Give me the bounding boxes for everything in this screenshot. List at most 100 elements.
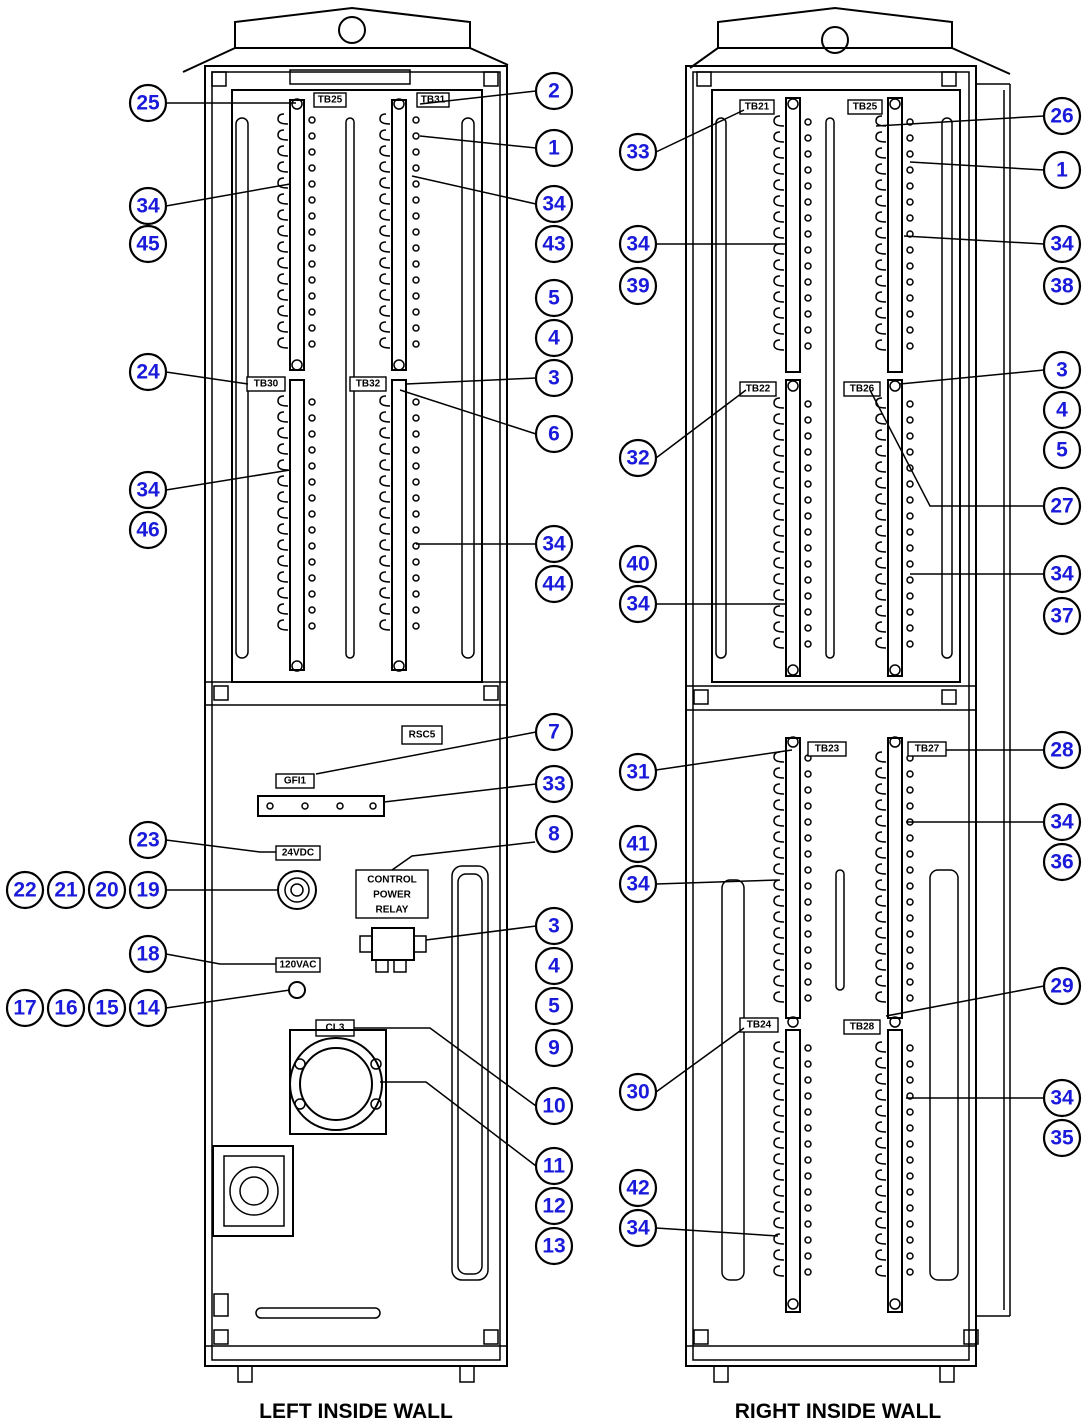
terminal-screw <box>773 799 785 811</box>
terminal-screw <box>412 478 420 486</box>
svg-text:3: 3 <box>1056 359 1068 382</box>
terminal-screw <box>804 262 812 270</box>
terminal-screw <box>875 1153 887 1165</box>
terminal-screw <box>379 475 391 487</box>
svg-text:34: 34 <box>542 193 566 216</box>
callout-25: 25 <box>128 83 168 123</box>
vent <box>212 1145 294 1237</box>
callout-33: 33 <box>534 764 574 804</box>
callout-26: 26 <box>1042 96 1082 136</box>
terminal-strip-tb25r <box>887 97 903 373</box>
terminal-screw <box>804 1236 812 1244</box>
terminal-screw <box>804 962 812 970</box>
callout-27: 27 <box>1042 486 1082 526</box>
label-rsc5: RSC5 <box>409 730 436 741</box>
terminal-screw <box>773 1217 785 1229</box>
terminal-screw <box>412 324 420 332</box>
svg-text:34: 34 <box>1050 233 1074 256</box>
terminal-screw <box>875 879 887 891</box>
callout-19: 19 <box>128 870 168 910</box>
terminal-screw <box>412 292 420 300</box>
terminal-screw <box>773 605 785 617</box>
callout-30: 30 <box>618 1072 658 1112</box>
terminal-screw <box>379 145 391 157</box>
terminal-screw <box>308 148 316 156</box>
terminal-screw <box>379 603 391 615</box>
terminal-screw <box>773 493 785 505</box>
terminal-screw <box>804 326 812 334</box>
terminal-screw <box>412 148 420 156</box>
terminal-screw <box>804 166 812 174</box>
callout-34: 34 <box>534 524 574 564</box>
terminal-screw <box>906 246 914 254</box>
svg-text:34: 34 <box>1050 811 1074 834</box>
terminal-screw <box>804 978 812 986</box>
terminal-strip-tb31 <box>391 98 407 371</box>
svg-text:5: 5 <box>1056 439 1068 462</box>
terminal-screw <box>875 991 887 1003</box>
terminal-screw <box>906 1060 914 1068</box>
svg-text:34: 34 <box>626 233 650 256</box>
terminal-screw <box>379 289 391 301</box>
label-tb25-right: TB25 <box>853 102 878 113</box>
gfi-strip <box>257 795 385 817</box>
label-tb21: TB21 <box>745 102 770 113</box>
terminal-screw <box>875 227 887 239</box>
callout-31: 31 <box>618 752 658 792</box>
callout-45: 45 <box>128 224 168 264</box>
terminal-screw <box>875 637 887 649</box>
terminal-screw <box>773 1057 785 1069</box>
terminal-screw <box>875 179 887 191</box>
terminal-screw <box>277 539 289 551</box>
control-power-relay-label: CONTROL POWER RELAY <box>355 869 429 919</box>
terminal-screw <box>875 799 887 811</box>
svg-text:3: 3 <box>548 367 560 390</box>
terminal-screw <box>773 847 785 859</box>
terminal-screw <box>804 914 812 922</box>
terminal-screw <box>875 1185 887 1197</box>
terminal-screw <box>412 542 420 550</box>
terminal-screw <box>804 1252 812 1260</box>
terminal-screw <box>875 1233 887 1245</box>
terminal-screw <box>875 211 887 223</box>
24vdc-connector <box>277 870 317 910</box>
terminal-screw <box>804 294 812 302</box>
terminal-screw <box>308 510 316 518</box>
svg-text:36: 36 <box>1050 851 1073 874</box>
callout-40: 40 <box>618 544 658 584</box>
terminal-screw <box>906 914 914 922</box>
terminal-screw <box>308 164 316 172</box>
terminal-screw <box>875 573 887 585</box>
terminal-screw <box>906 608 914 616</box>
svg-text:20: 20 <box>95 879 118 902</box>
callout-2: 2 <box>534 71 574 111</box>
callout-7: 7 <box>534 712 574 752</box>
terminal-screw <box>277 555 289 567</box>
svg-text:1: 1 <box>548 137 560 160</box>
terminal-screw <box>804 400 812 408</box>
terminal-screw <box>906 400 914 408</box>
terminal-screw <box>804 576 812 584</box>
callout-4: 4 <box>534 946 574 986</box>
terminal-screw <box>804 802 812 810</box>
terminal-screw <box>773 637 785 649</box>
terminal-screw <box>804 1092 812 1100</box>
svg-text:10: 10 <box>542 1095 565 1118</box>
callout-34: 34 <box>1042 554 1082 594</box>
callouts: 25 2 1 34 45 34 43 5 4 24 3 6 34 46 34 4… <box>5 71 1082 1266</box>
callout-5: 5 <box>534 986 574 1026</box>
terminal-screw <box>412 180 420 188</box>
label-gfi1: GFI1 <box>284 776 307 787</box>
svg-text:4: 4 <box>548 955 560 978</box>
terminal-screw <box>875 895 887 907</box>
callout-1: 1 <box>534 128 574 168</box>
svg-text:18: 18 <box>136 943 160 966</box>
terminal-screw <box>277 443 289 455</box>
terminal-screw <box>804 150 812 158</box>
terminal-screw <box>277 145 289 157</box>
terminal-screw <box>804 1220 812 1228</box>
terminal-screw <box>875 477 887 489</box>
terminal-screw <box>773 339 785 351</box>
terminal-screw <box>277 603 289 615</box>
